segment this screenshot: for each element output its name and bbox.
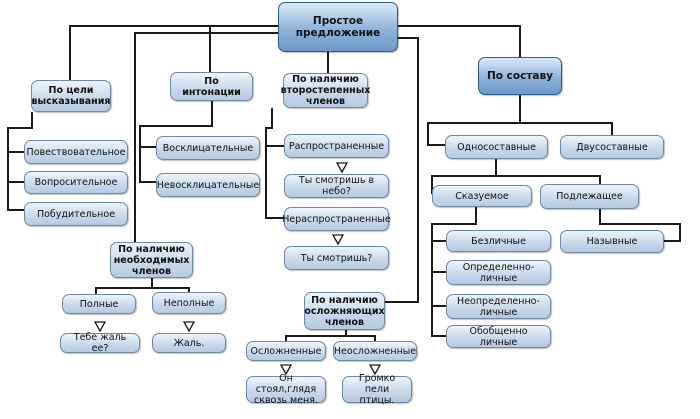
criterion-intonation: По интонации — [170, 72, 253, 101]
type-complete: Полные — [62, 294, 136, 314]
type-one-part: Односоставные — [445, 135, 548, 159]
type-predicate: Сказуемое — [432, 185, 532, 207]
type-incomplete: Неполные — [152, 292, 226, 314]
kind-impersonal: Безличные — [446, 230, 551, 252]
root-simple-sentence: Простое предложение — [278, 2, 398, 52]
type-unextended: Нераспространенные — [282, 207, 391, 231]
example-unextended: Ты смотришь? — [284, 246, 389, 270]
kind-nominative: Назывные — [560, 230, 664, 253]
type-complicated: Осложненные — [246, 341, 326, 361]
type-two-part: Двусоставные — [560, 135, 664, 159]
type-subject: Подлежащее — [540, 184, 639, 209]
type-imperative: Побудительное — [24, 202, 128, 226]
criterion-composition: По составу — [478, 57, 562, 95]
criterion-necessary-members: По наличию необходимых членов — [110, 242, 193, 278]
type-extended: Распространенные — [284, 134, 389, 158]
type-non-exclamatory: Невосклицательные — [156, 173, 260, 197]
example-complete: Тебе жаль ее? — [60, 332, 140, 354]
kind-indefinite-personal: Неопределенно-личные — [446, 294, 551, 319]
criterion-secondary-members: По наличию второстепенных членов — [280, 73, 371, 108]
type-narrative: Повествовательное — [24, 140, 128, 164]
example-uncomplicated: Громко пели птицы. — [342, 373, 412, 406]
kind-definite-personal: Определенно-личные — [446, 260, 551, 285]
criterion-purpose: По цели высказывания — [31, 80, 111, 112]
type-exclamatory: Восклицательные — [156, 136, 260, 160]
example-incomplete: Жаль. — [152, 333, 226, 353]
example-extended: Ты смотришь в небо? — [284, 174, 389, 198]
kind-generalized-personal: Обобщенно личные — [446, 325, 551, 348]
example-complicated: Он стоял,глядя сквозь меня. — [246, 373, 326, 406]
criterion-complicating-members: По наличию осложняющих членов — [304, 292, 385, 330]
type-uncomplicated: Неосложненные — [333, 341, 417, 361]
type-interrogative: Вопросительное — [24, 171, 128, 194]
